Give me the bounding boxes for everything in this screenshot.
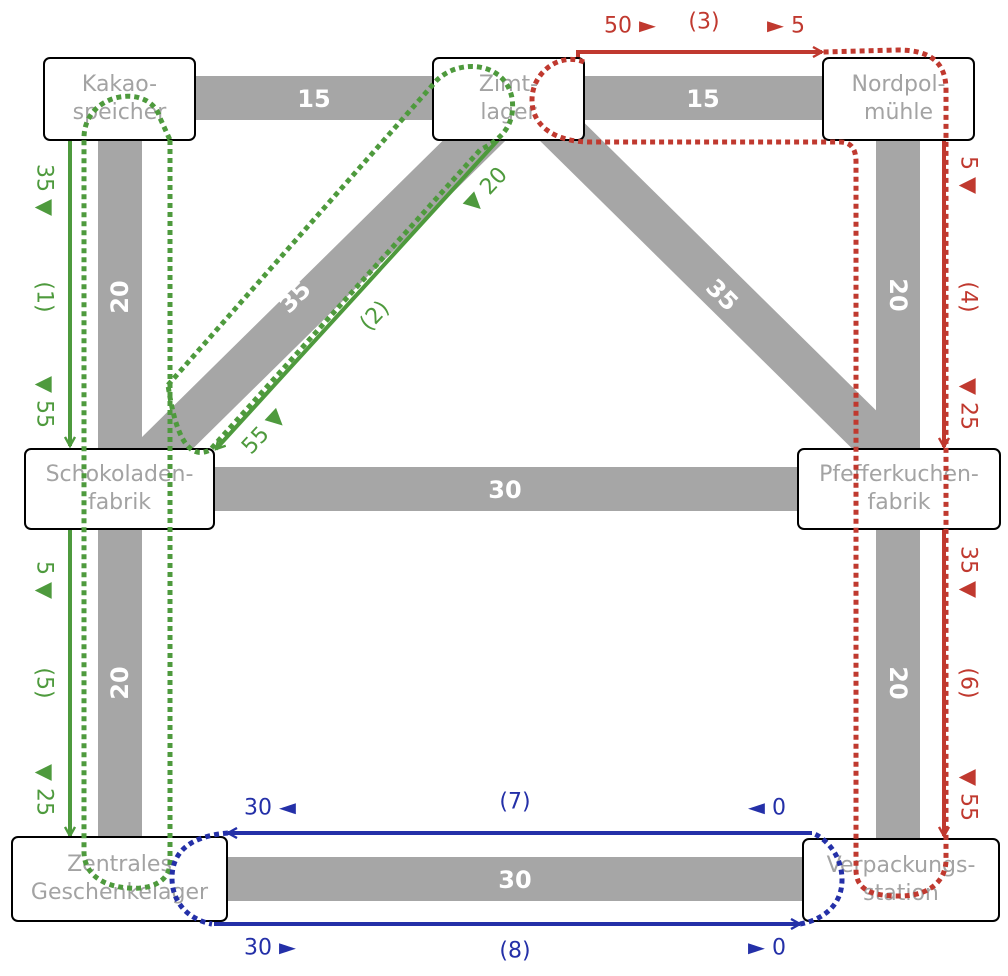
flow-4-start: 5 ▼ xyxy=(956,156,981,194)
node-label-line: Verpackungs- xyxy=(826,853,976,878)
edge-label-kakao-schoko: 20 xyxy=(106,280,134,313)
edge-zimt-pfeffer xyxy=(524,94,911,476)
edge-label-pfeffer-verpack: 20 xyxy=(884,666,912,699)
flow-4-end: ▼ 25 xyxy=(956,378,981,430)
node-zimtlager[interactable]: Zimt- lager xyxy=(432,57,585,141)
flow-3-end: ► 5 xyxy=(767,14,805,39)
flow-arrow-2 xyxy=(216,138,500,449)
flow-5-end: ▼ 25 xyxy=(32,764,57,816)
edge-label-kakao-zimt: 15 xyxy=(297,85,330,113)
node-schokoladenfabrik[interactable]: Schokoladen- fabrik xyxy=(24,448,215,530)
node-label-line: Nordpol- xyxy=(851,72,946,97)
flow-1-end: ▼ 55 xyxy=(32,376,57,428)
node-zentrales-geschenkelager[interactable]: Zentrales Geschenkelager xyxy=(11,836,228,922)
node-verpackungsstation[interactable]: Verpackungs- station xyxy=(802,838,1000,922)
flow-8-end: ► 0 xyxy=(748,936,786,961)
node-nordpolmuehle[interactable]: Nordpol- mühle xyxy=(822,57,975,141)
node-label-line: fabrik xyxy=(867,490,931,515)
node-label-line: Kakao- xyxy=(81,72,158,97)
flow-6-id: (6) xyxy=(956,667,981,698)
flow-1-start: 35 ▼ xyxy=(32,164,57,216)
flow-4-id: (4) xyxy=(956,281,981,312)
cycle-blue xyxy=(169,830,845,927)
flow-7-start: 30 ◄ xyxy=(244,796,296,821)
flow-1-id: (1) xyxy=(32,281,57,312)
node-label-line: Geschenkelager xyxy=(30,880,209,905)
edge-label-zentral-verpack: 30 xyxy=(498,866,531,894)
cycle-red xyxy=(529,47,949,899)
node-pfefferkuchenfabrik[interactable]: Pfefferkuchen- fabrik xyxy=(797,448,1001,530)
edge-label-schoko-pfeffer: 30 xyxy=(488,476,521,504)
flow-5-start: 5 ▼ xyxy=(32,561,57,599)
node-label-line: Pfefferkuchen- xyxy=(819,462,979,487)
flow-3-id: (3) xyxy=(688,10,719,35)
edges xyxy=(98,76,920,901)
edge-label-schoko-zentral: 20 xyxy=(106,666,134,699)
flow-8-start: 30 ► xyxy=(244,936,296,961)
flow-6-start: 35 ▼ xyxy=(956,546,981,598)
flow-7-id: (7) xyxy=(499,790,530,815)
cycle-green xyxy=(81,93,173,891)
flow-7-end: ◄ 0 xyxy=(748,796,786,821)
edge-label-nordpol-pfeffer: 20 xyxy=(884,278,912,311)
node-label-line: fabrik xyxy=(87,490,152,515)
edge-label-zimt-nordpol: 15 xyxy=(686,85,719,113)
flow-3-start: 50 ► xyxy=(604,14,656,39)
edge-zimt-schoko xyxy=(134,109,506,476)
cycles xyxy=(81,47,949,927)
cycle-green-diagonal xyxy=(165,64,516,455)
flow-8-id: (8) xyxy=(499,939,530,964)
flow-5-id: (5) xyxy=(32,667,57,698)
flow-6-end: ▼ 55 xyxy=(956,769,981,821)
node-label-line: mühle xyxy=(864,100,933,125)
